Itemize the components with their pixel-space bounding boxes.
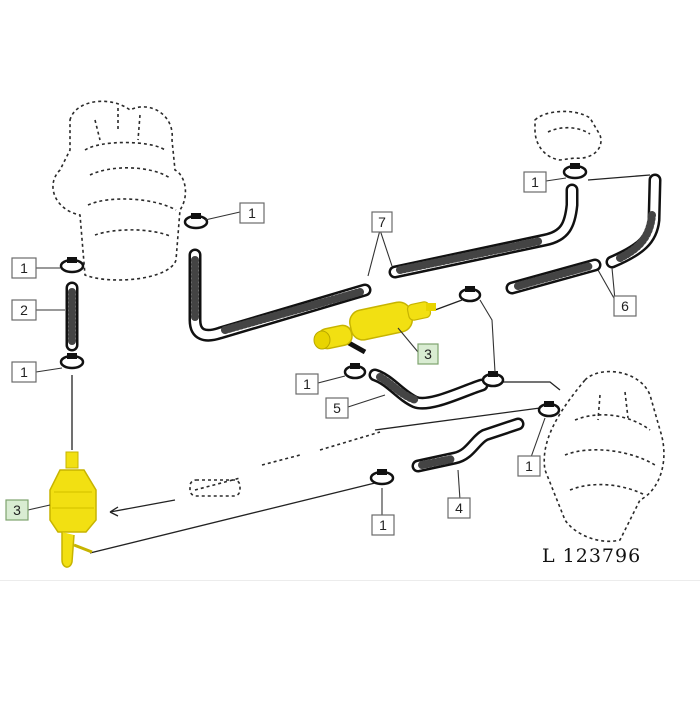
callout-3-center-filter: 3 [417, 343, 439, 365]
callout-1-left-lower: 1 [11, 361, 37, 383]
callout-7-top-pipe: 7 [371, 211, 393, 233]
callout-label: 1 [248, 205, 256, 221]
clamp-lead-line [490, 381, 561, 391]
clamp-icon [369, 469, 395, 486]
callout-4-lower-hose: 4 [447, 497, 471, 519]
callout-label: 1 [379, 517, 387, 533]
leader-lines [27, 177, 616, 515]
callout-label: 1 [531, 174, 539, 190]
callout-1-center-clamp: 1 [295, 373, 319, 395]
callout-label: 3 [424, 346, 432, 362]
callout-6-right-hose: 6 [613, 295, 637, 317]
exploded-parts-drawing: 1 1 1 2 1 3 7 [5, 100, 665, 568]
callout-1-top-right: 1 [523, 171, 547, 193]
middle-fuel-line [374, 407, 541, 431]
callout-label: 6 [621, 298, 629, 314]
clamp-icon [562, 163, 588, 180]
filter-outlet-line [434, 299, 463, 311]
callout-1-right-clamp: 1 [517, 455, 541, 477]
parts-diagram-svg: 1 1 1 2 1 3 7 [5, 100, 665, 568]
top-right-fitting-outline [534, 110, 602, 161]
bottom-fuel-line [89, 482, 376, 554]
callout-label: 1 [20, 260, 28, 276]
drawing-reference-number: L 123796 [542, 545, 641, 567]
callout-3-left-filter: 3 [5, 499, 29, 521]
center-fuel-filter-part-3 [313, 301, 436, 355]
callout-label: 3 [13, 502, 21, 518]
clamp-icon [343, 363, 367, 380]
callout-5-center-hose: 5 [325, 397, 349, 419]
callout-label: 1 [303, 376, 311, 392]
callout-label: 2 [20, 302, 28, 318]
right-engine-outline [543, 370, 665, 543]
clamp-icon [481, 371, 505, 388]
callout-2-left-hose: 2 [11, 299, 37, 321]
right-hose-part-6 [505, 173, 662, 295]
callout-label: 4 [455, 500, 463, 516]
clamp-icon-group [59, 163, 588, 486]
callout-label: 1 [525, 458, 533, 474]
callout-1-bottom-clamp: 1 [371, 514, 395, 536]
callout-1-filter-top: 1 [239, 202, 265, 224]
callout-label: 5 [333, 400, 341, 416]
top-pipe-part-7 [188, 183, 579, 342]
lower-hose-part-4 [411, 417, 525, 473]
clamp-icon [537, 401, 561, 418]
flow-arrow [109, 499, 176, 517]
dashed-return-line [194, 431, 381, 491]
clamp-icon [458, 286, 482, 303]
bottom-blank-area [0, 580, 700, 701]
center-hose-part-5 [368, 368, 489, 410]
clamp-icon [59, 257, 85, 274]
clamp-icon [183, 213, 209, 230]
left-filter-head-outline [52, 100, 187, 281]
callout-1-left-upper: 1 [11, 257, 37, 279]
left-fuel-filter-part-3 [49, 451, 97, 568]
callout-label: 7 [378, 214, 386, 230]
callout-label: 1 [20, 364, 28, 380]
dashed-connector [189, 479, 241, 497]
clamp-icon [59, 353, 85, 370]
